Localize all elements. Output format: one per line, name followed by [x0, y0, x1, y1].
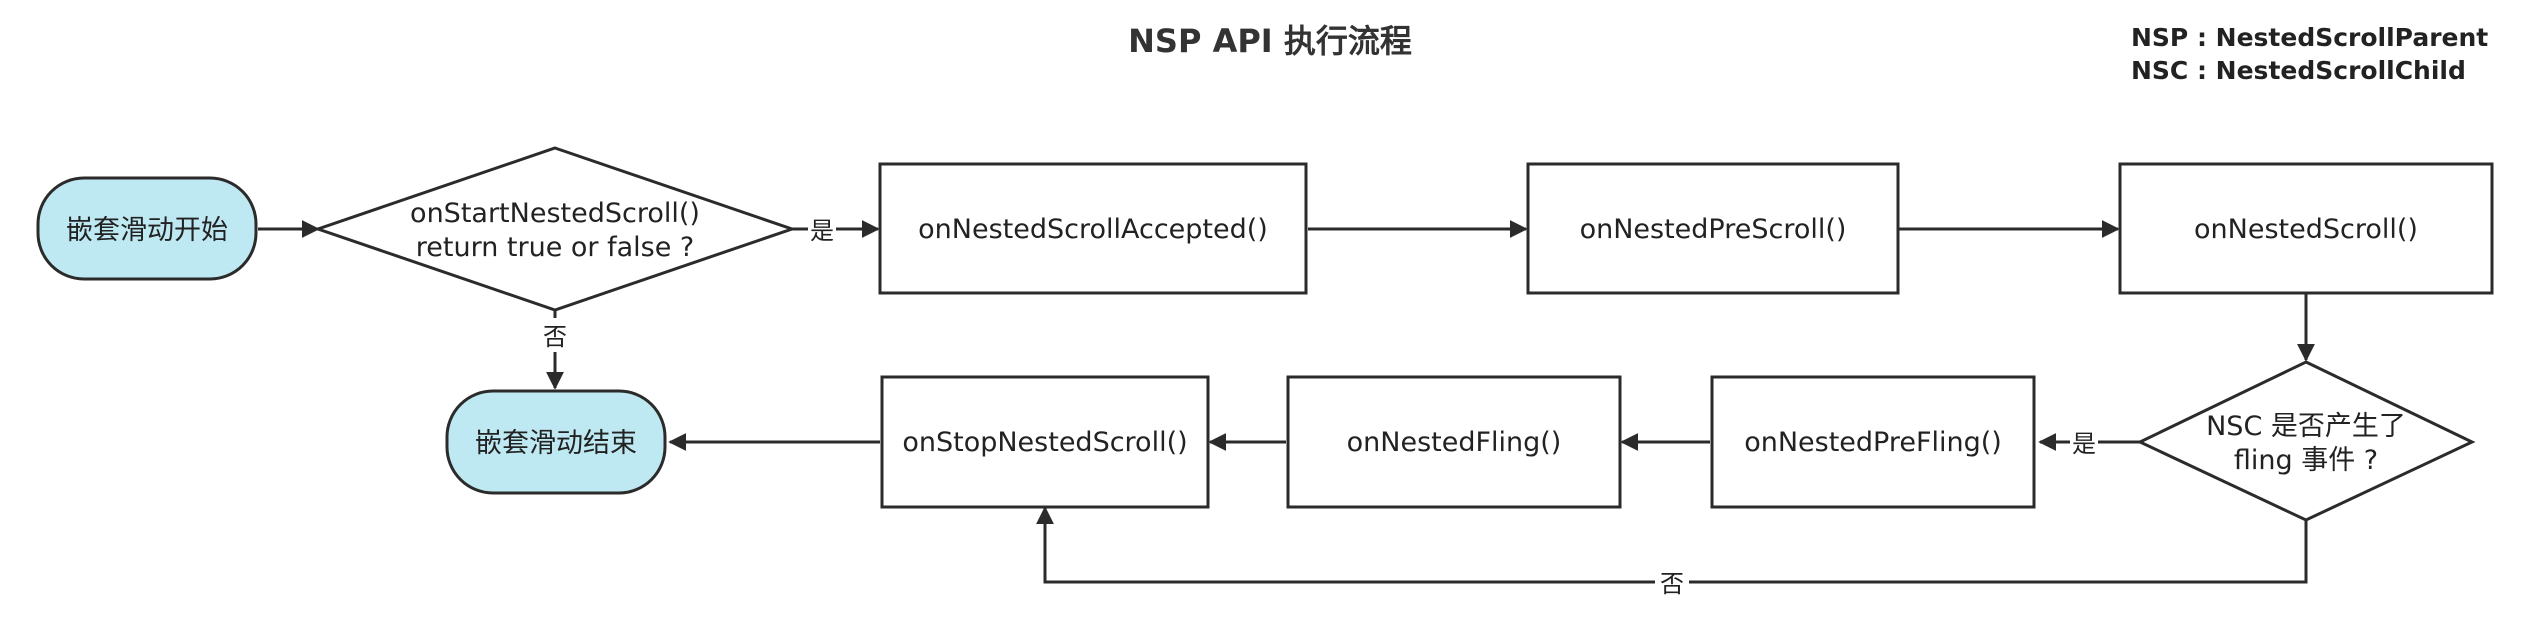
stop-nested-scroll-node [880, 375, 1210, 509]
nested-scroll-label: onNestedScroll() [2194, 214, 2418, 245]
nested-scroll-accepted-label: onNestedScrollAccepted() [918, 214, 1268, 245]
nested-pre-fling-node [1710, 375, 2036, 509]
edge-label-no-start: 否 [543, 323, 567, 351]
fling-decision-label-line2: fling 事件 ? [2234, 445, 2378, 476]
nested-scroll-accepted-node [878, 162, 1308, 295]
edge-label-bg-yes-1 [808, 213, 836, 245]
end-node-label: 嵌套滑动结束 [475, 428, 637, 459]
start-node [36, 176, 258, 281]
legend-line-nsc: NSC : NestedScrollChild [2131, 56, 2466, 85]
nested-pre-fling-label: onNestedPreFling() [1744, 427, 2002, 458]
fling-decision-label-line1: NSC 是否产生了 [2206, 411, 2406, 442]
start-nested-scroll-label-line2: return true or false ? [416, 232, 694, 263]
end-node [445, 389, 667, 495]
nested-fling-node [1286, 375, 1622, 509]
edge-label-yes-fling: 是 [2072, 430, 2096, 458]
diagram-title: NSP API 执行流程 [1128, 22, 1412, 60]
legend-line-nsp: NSP : NestedScrollParent [2131, 23, 2488, 52]
edge-label-bg-no-1 [540, 318, 570, 352]
nested-pre-scroll-label: onNestedPreScroll() [1580, 214, 1847, 245]
start-node-label: 嵌套滑动开始 [66, 215, 228, 246]
start-nested-scroll-decision [313, 146, 797, 312]
edge-label-yes-start: 是 [810, 217, 834, 245]
nested-fling-label: onNestedFling() [1347, 427, 1562, 458]
fling-decision [2136, 360, 2476, 522]
stop-nested-scroll-label: onStopNestedScroll() [902, 427, 1187, 458]
edge-label-bg-yes-2 [2070, 426, 2098, 458]
edge-label-no-fling: 否 [1660, 570, 1684, 598]
nested-pre-scroll-node [1526, 162, 1900, 295]
nested-scroll-node [2118, 162, 2494, 295]
edge-label-bg-no-2 [1655, 566, 1689, 600]
start-nested-scroll-label-line1: onStartNestedScroll() [410, 198, 700, 229]
